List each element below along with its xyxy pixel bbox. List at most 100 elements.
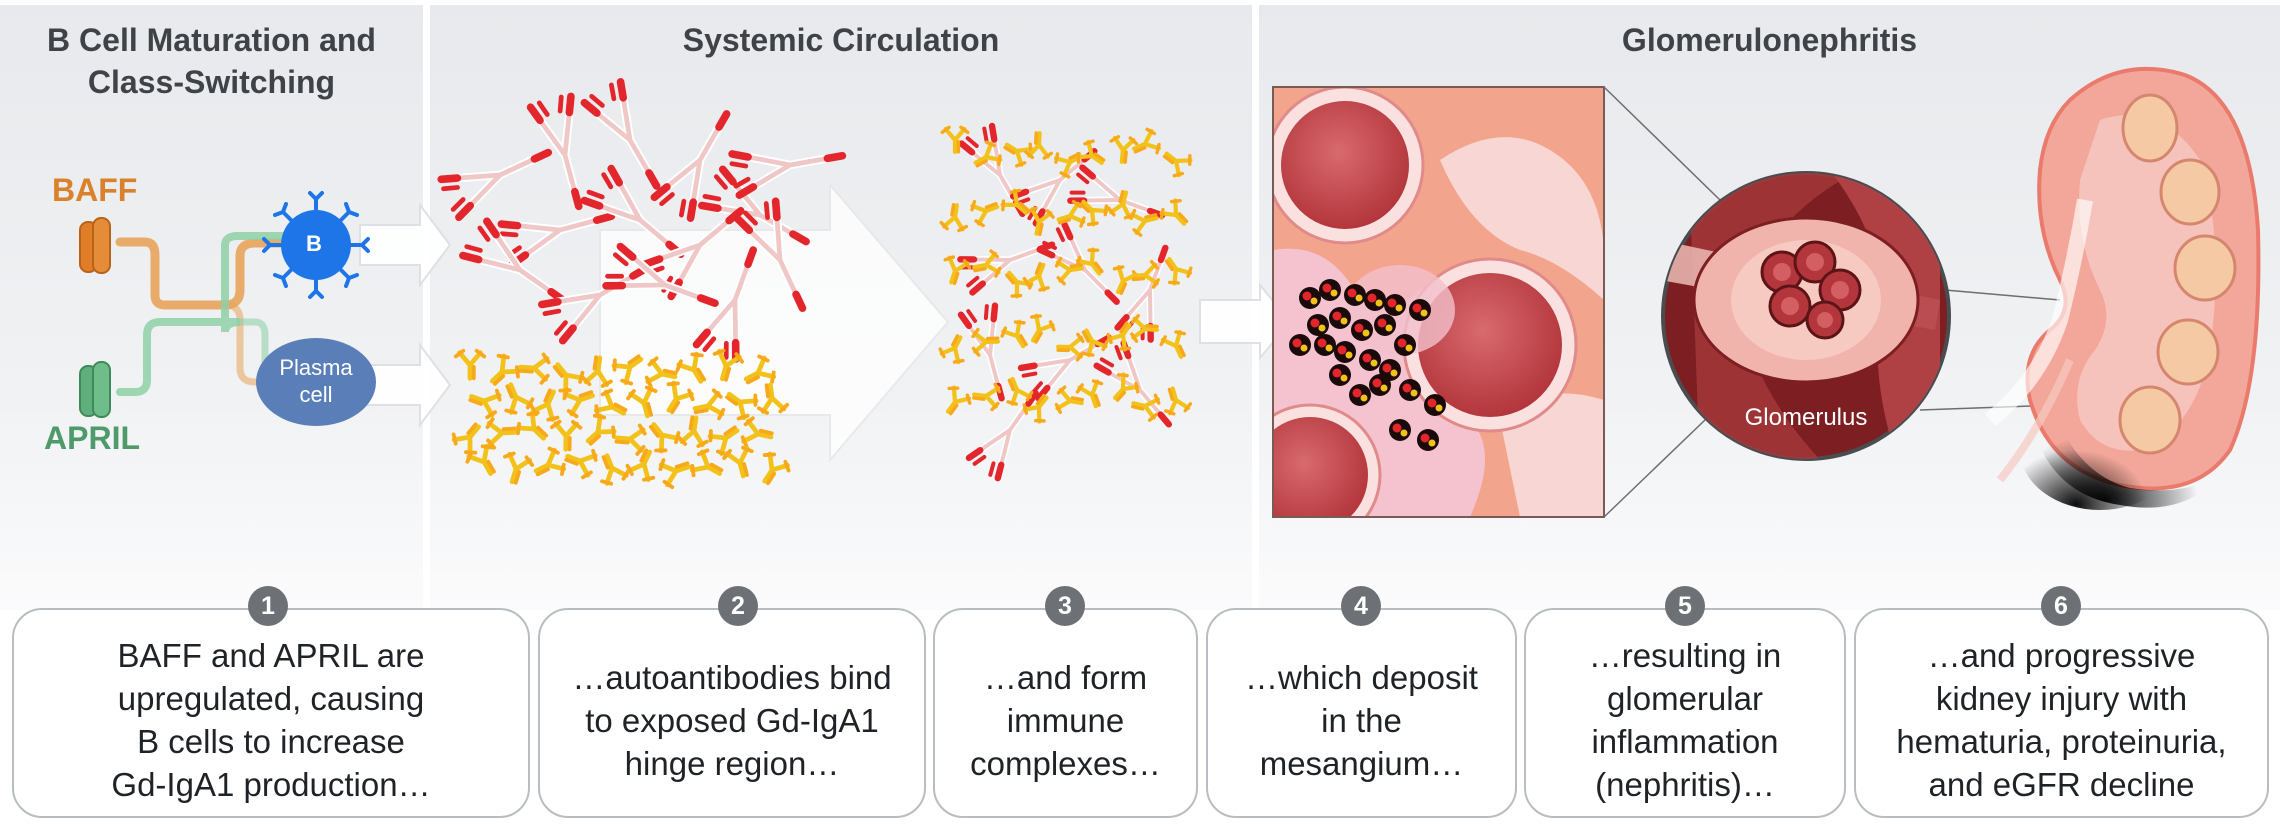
- gd-iga1-glyph: [676, 415, 709, 449]
- baff-receptor: [79, 217, 111, 274]
- deposit-dot: [1409, 299, 1431, 321]
- gd-iga1-glyph: [1026, 206, 1055, 237]
- deposit-dot: [1417, 429, 1439, 451]
- plasma-cell: [256, 338, 376, 426]
- gd-iga1-glyph: [1075, 247, 1104, 276]
- step-box-5: …resulting in glomerular inflammation (n…: [1524, 608, 1846, 818]
- gd-iga1-glyph: [1003, 142, 1034, 168]
- step-text-5: …resulting in glomerular inflammation (n…: [1588, 637, 1782, 803]
- b-cell-signaling: [79, 191, 376, 426]
- gd-iga1-glyph: [600, 453, 631, 486]
- step-text-4: …which deposit in the mesangium…: [1245, 658, 1478, 782]
- immune-complex-gd-iga1: [938, 125, 1193, 424]
- step-badge-6: 6: [2041, 586, 2081, 626]
- gd-iga1-molecules: [451, 348, 791, 490]
- autoantibody-glyph: [957, 302, 1005, 402]
- gd-iga1-glyph: [1130, 314, 1159, 343]
- gd-iga1-glyph: [614, 423, 647, 456]
- gd-iga1-glyph: [453, 348, 487, 381]
- gd-iga1-glyph: [740, 416, 774, 448]
- kidney-illustration: [1984, 66, 2261, 510]
- autoantibody-glyph: [728, 150, 847, 199]
- gd-iga1-glyph: [1030, 313, 1056, 344]
- gd-iga1-glyph: [515, 410, 549, 441]
- gd-iga1-glyph: [1159, 198, 1189, 226]
- deposit-dot: [1307, 314, 1329, 336]
- step-text-1: BAFF and APRIL are upregulated, causing …: [111, 637, 431, 803]
- deposit-dot: [1399, 379, 1421, 401]
- gd-iga1-glyph: [585, 413, 617, 446]
- gd-iga1-glyph: [1079, 199, 1109, 227]
- deposit-dot: [1349, 384, 1371, 406]
- gd-iga1-glyph: [712, 348, 744, 382]
- gd-iga1-glyph: [580, 355, 613, 388]
- april-receptor: [79, 361, 111, 418]
- autoantibody-glyph: [437, 148, 553, 222]
- autoantibody-glyph: [459, 217, 568, 305]
- label-b-cell: B: [306, 231, 322, 256]
- gd-iga1-glyph: [940, 125, 970, 155]
- gd-iga1-glyph: [550, 419, 583, 452]
- gd-iga1-glyph: [1022, 261, 1050, 292]
- deposit-dot: [1374, 314, 1396, 336]
- gd-iga1-glyph: [489, 353, 521, 386]
- gd-iga1-glyph: [722, 445, 754, 479]
- deposit-dot: [1424, 394, 1446, 416]
- deposit-dot: [1314, 334, 1336, 356]
- gd-iga1-glyph: [943, 255, 972, 286]
- mesangium-inset: [1272, 86, 1605, 518]
- step-box-1: BAFF and APRIL are upregulated, causing …: [12, 608, 530, 818]
- gd-iga1-glyph: [1054, 385, 1085, 414]
- deposit-dot: [1299, 287, 1321, 309]
- step-badge-1: 1: [248, 586, 288, 626]
- gd-iga1-glyph: [689, 448, 724, 478]
- gd-iga1-glyph: [972, 249, 1002, 278]
- gd-iga1-glyph: [1106, 321, 1132, 352]
- gd-iga1-glyph: [675, 351, 707, 384]
- deposit-dot: [1329, 307, 1351, 329]
- gd-iga1-glyph: [1075, 139, 1106, 165]
- gd-iga1-glyph: [1130, 393, 1161, 422]
- step-text-6: …and progressive kidney injury with hema…: [1896, 637, 2227, 803]
- step-badge-2: 2: [718, 586, 758, 626]
- label-plasma-cell: Plasma cell: [279, 355, 353, 407]
- label-april: APRIL: [44, 420, 140, 456]
- deposit-dot: [1359, 349, 1381, 371]
- gd-iga1-glyph: [564, 448, 598, 480]
- step-badge-3: 3: [1045, 586, 1085, 626]
- panel-b-cell-maturation: B Cell Maturation and Class-Switching: [0, 5, 423, 610]
- autoantibody-glyph: [1036, 221, 1120, 305]
- gd-iga1-glyph: [1131, 259, 1160, 289]
- gd-iga1-glyph: [485, 417, 518, 450]
- gd-iga1-glyph: [1109, 134, 1139, 164]
- gd-iga1-glyph: [1129, 208, 1159, 237]
- gd-iga1-glyph: [1055, 332, 1085, 362]
- deposit-dot: [1344, 284, 1366, 306]
- immune-complex-autoantibodies: [957, 122, 1172, 482]
- panel-title-circulation: Systemic Circulation: [682, 22, 1000, 58]
- gd-iga1-glyph: [533, 446, 567, 477]
- autoantibody-glyph: [733, 197, 807, 313]
- deposit-dot: [1289, 334, 1311, 356]
- gd-iga1-glyph: [938, 334, 965, 365]
- deposit-dot: [1351, 319, 1373, 341]
- gd-iga1-glyph: [451, 422, 481, 456]
- step-text-2: …autoantibodies bind to exposed Gd-IgA1 …: [572, 658, 892, 782]
- gd-iga1-glyph: [658, 458, 692, 490]
- autoantibody-glyph: [957, 241, 1056, 296]
- deposit-dot: [1329, 364, 1351, 386]
- autoantibody-glyph: [650, 110, 731, 222]
- gd-iga1-glyph: [1131, 127, 1161, 155]
- gd-iga1-glyph: [1164, 257, 1193, 286]
- step-badge-4: 4: [1341, 586, 1381, 626]
- gd-iga1-glyph: [971, 327, 1001, 357]
- gd-iga1-glyph: [756, 382, 790, 415]
- b-cell: [262, 191, 370, 299]
- deposit-dot: [1369, 374, 1391, 396]
- step-box-6: …and progressive kidney injury with hema…: [1854, 608, 2269, 818]
- deposit-dot: [1394, 334, 1416, 356]
- gd-iga1-glyph: [1081, 328, 1109, 358]
- gd-iga1-glyph: [518, 352, 551, 385]
- deposit-dot: [1384, 294, 1406, 316]
